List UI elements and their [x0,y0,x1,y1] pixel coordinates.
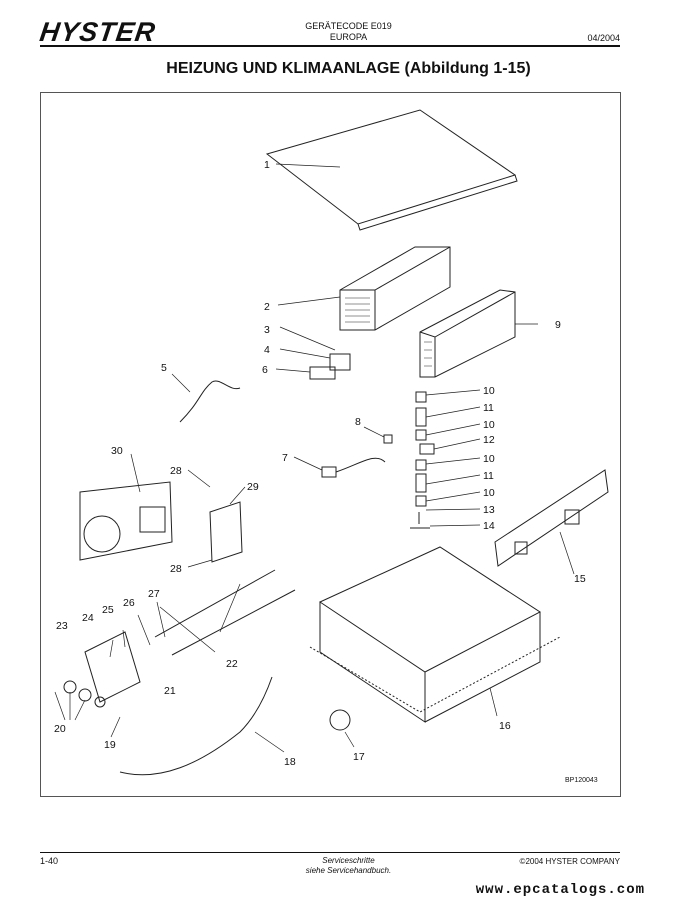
part-rod-22 [171,589,296,656]
callout-11b: 11 [483,470,494,482]
callout-10b: 10 [483,419,495,431]
part-label [383,434,393,444]
device-code: GERÄTECODE E019 EUROPA [0,21,697,43]
callout-7: 7 [282,452,288,464]
callout-10c: 10 [483,453,495,465]
callout-10d: 10 [483,487,495,499]
callout-27: 27 [148,588,160,600]
part-control-panel [84,631,141,703]
header-date: 04/2004 [587,33,620,43]
device-code-line2: EUROPA [329,32,368,42]
watermark-link[interactable]: www.epcatalogs.com [475,882,645,898]
device-code-line1: GERÄTECODE E019 [305,21,392,31]
callout-13: 13 [483,504,495,516]
part-expansion-valve [329,353,351,371]
footer-note: Serviceschritte siehe Servicehandbuch. [0,856,697,876]
callout-28b: 28 [170,563,182,575]
part-hose-fittings [410,391,435,529]
callout-20: 20 [54,723,66,735]
part-rod-27 [154,569,276,638]
callout-14: 14 [483,520,495,532]
callout-30: 30 [111,445,123,457]
callout-18: 18 [284,756,296,768]
callout-labels: 1 2 3 4 5 6 7 8 9 10 11 10 12 10 11 10 1… [54,159,586,768]
part-wire-harness-5 [179,380,241,423]
part-thermostat [321,457,386,478]
callout-12: 12 [483,434,495,446]
page-title: HEIZUNG UND KLIMAANLAGE (Abbildung 1-15) [166,60,531,77]
header-rule [40,45,620,47]
callout-5: 5 [161,362,167,374]
exploded-parts-diagram: 1 2 3 4 5 6 7 8 9 10 11 10 12 10 11 10 1… [54,109,609,776]
part-heater-core [419,289,516,378]
part-side-panel [494,469,609,567]
callout-4: 4 [264,344,270,356]
part-filter [209,501,243,563]
callout-15: 15 [574,573,586,585]
footer-note-line1: Serviceschritte [322,856,375,865]
callout-25: 25 [102,604,114,616]
part-bracket [309,366,336,380]
callout-21: 21 [164,685,176,697]
callout-3: 3 [264,324,270,336]
part-panel [265,109,518,231]
figure-frame [40,92,621,797]
callout-29: 29 [247,481,259,493]
footer-rule [40,852,620,853]
footer-note-line2: siehe Servicehandbuch. [305,866,392,875]
callout-16: 16 [499,720,511,732]
callout-22: 22 [226,658,238,670]
callout-8: 8 [355,416,361,428]
callout-19: 19 [104,739,116,751]
part-evaporator-core [339,246,451,331]
callout-11a: 11 [483,402,494,414]
callout-6: 6 [262,364,268,376]
callout-26: 26 [123,597,135,609]
page-number: 1-40 [40,856,59,866]
callout-2: 2 [264,301,270,313]
part-wire-harness-18 [119,676,273,776]
figure-id: BP120043 [565,777,598,784]
part-housing [318,546,541,723]
part-blower [79,481,173,561]
callout-1: 1 [264,159,270,171]
callout-9: 9 [555,319,561,331]
callout-17: 17 [353,751,365,763]
callout-23: 23 [56,620,68,632]
callout-28a: 28 [170,465,182,477]
part-drain-valve [329,709,351,731]
copyright: ©2004 HYSTER COMPANY [519,857,620,866]
callout-24: 24 [82,612,94,624]
callout-10a: 10 [483,385,495,397]
